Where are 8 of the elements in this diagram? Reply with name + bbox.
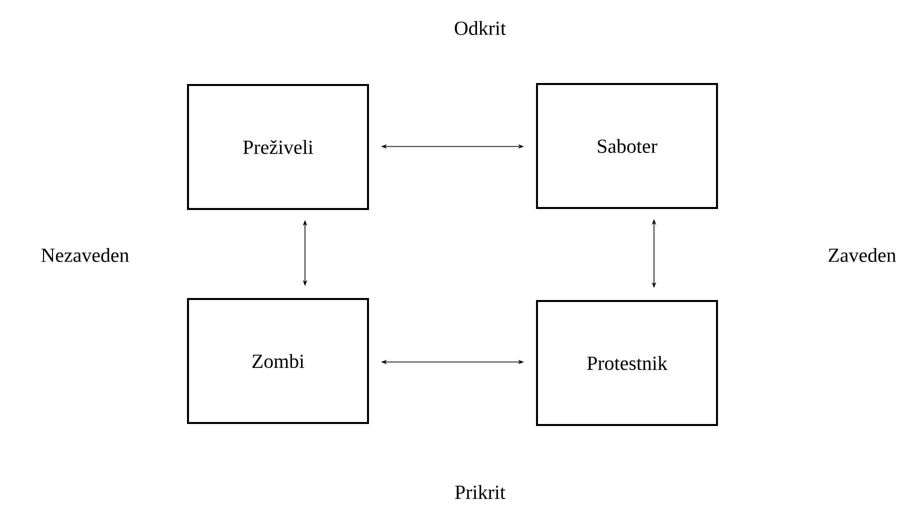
box: Zombi (187, 298, 369, 424)
box: Preživeli (187, 84, 369, 210)
box: Protestnik (536, 300, 718, 426)
axis-label: Prikrit (455, 484, 506, 499)
axis-label: Nezaveden (41, 248, 129, 262)
axis-label: Zaveden (828, 248, 896, 262)
axis-label: Odkrit (454, 20, 506, 35)
box: Saboter (536, 83, 718, 209)
